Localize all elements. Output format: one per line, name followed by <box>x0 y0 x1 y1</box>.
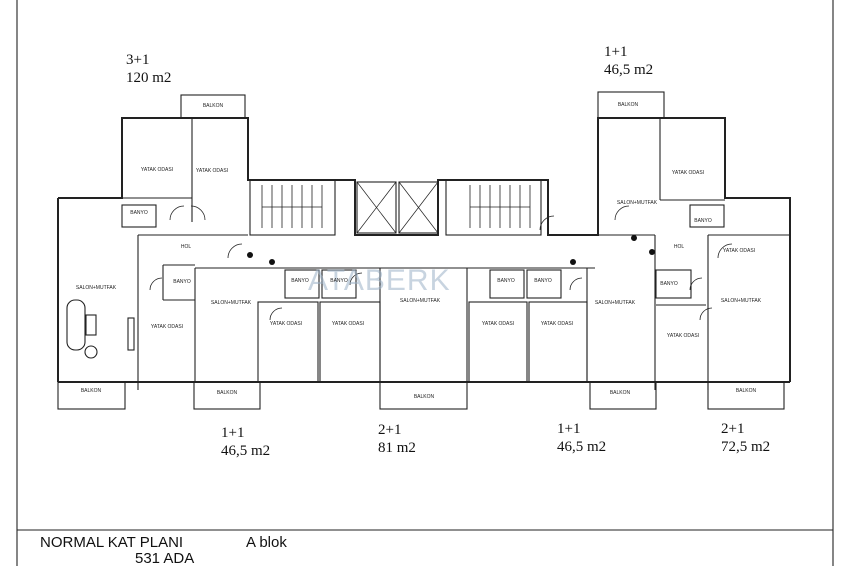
room-label-balcony: BALKON <box>610 390 631 396</box>
unit-type: 1+1 <box>221 425 245 441</box>
room-label-living-kitchen: SALON+MUTFAK <box>595 300 636 306</box>
room-label-bathroom: BANYO <box>173 279 191 285</box>
bedroom-mid-2 <box>319 301 381 383</box>
balcony-bottom-4 <box>589 381 657 410</box>
bedroom-mid-3 <box>468 301 528 383</box>
balcony-bottom-2 <box>193 381 261 410</box>
sofa-symbol <box>66 299 86 351</box>
room-label-bedroom: YATAK ODASI <box>270 321 302 327</box>
room-label-bedroom: YATAK ODASI <box>196 168 228 174</box>
stair-core-left <box>249 179 336 236</box>
room-label-hall: HOL <box>674 244 685 250</box>
room-label-bedroom: YATAK ODASI <box>541 321 573 327</box>
table-symbol <box>85 314 97 336</box>
watermark-text: ATABERK <box>308 264 451 297</box>
wc-mid-4 <box>526 269 562 299</box>
room-label-balcony: BALKON <box>203 103 224 109</box>
unit-label-3plus1: 3+1 120 m2 <box>126 51 171 87</box>
unit-area: 81 m2 <box>378 440 416 456</box>
unit-label-1plus1-top: 1+1 46,5 m2 <box>604 43 653 79</box>
room-label-bedroom: YATAK ODASI <box>332 321 364 327</box>
room-label-balcony: BALKON <box>217 390 238 396</box>
room-label-hall: HOL <box>181 244 192 250</box>
room-label-balcony: BALKON <box>81 388 102 394</box>
unit-label-1plus1-left: 1+1 46,5 m2 <box>221 424 270 460</box>
unit-area: 46,5 m2 <box>221 443 271 459</box>
room-label-bedroom: YATAK ODASI <box>723 248 755 254</box>
building-outline <box>57 117 791 383</box>
wc-right <box>655 269 692 299</box>
room-label-bathroom: BANYO <box>694 218 712 224</box>
unit-label-1plus1-right: 1+1 46,5 m2 <box>557 420 606 456</box>
unit-type: 1+1 <box>604 44 628 60</box>
chair-symbol <box>84 345 98 359</box>
wc-mid-2 <box>321 269 357 299</box>
unit-type: 1+1 <box>557 421 581 437</box>
unit-type: 2+1 <box>378 422 402 438</box>
balcony-bottom-5 <box>707 381 785 410</box>
balcony-top-left <box>180 94 246 119</box>
room-label-bathroom: BANYO <box>330 278 348 284</box>
room-label-bathroom: BANYO <box>534 278 552 284</box>
room-label-bathroom: BANYO <box>660 281 678 287</box>
room-label-living-kitchen: SALON+MUTFAK <box>211 300 252 306</box>
bedroom-mid-4 <box>528 301 588 383</box>
elevator-shaft-2 <box>398 181 439 234</box>
kitchen-counter-symbol <box>127 317 135 351</box>
room-label-balcony: BALKON <box>618 102 639 108</box>
room-label-balcony: BALKON <box>414 394 435 400</box>
room-label-living-kitchen: SALON+MUTFAK <box>721 298 762 304</box>
room-label-bathroom: BANYO <box>130 210 148 216</box>
unit-label-2plus1-mid: 2+1 81 m2 <box>378 421 416 457</box>
balcony-top-right <box>597 91 665 119</box>
room-label-bathroom: BANYO <box>497 278 515 284</box>
unit-area: 72,5 m2 <box>721 439 771 455</box>
room-label-bedroom: YATAK ODASI <box>667 333 699 339</box>
wc-mid-3 <box>489 269 525 299</box>
wc-mid-1 <box>284 269 320 299</box>
room-label-bedroom: YATAK ODASI <box>151 324 183 330</box>
plan-name: NORMAL KAT PLANI <box>40 534 184 551</box>
room-label-living-kitchen: SALON+MUTFAK <box>76 285 117 291</box>
parcel-number: 531 ADA <box>135 550 195 567</box>
wc-upper-left <box>121 204 157 228</box>
stair-core-right <box>445 179 542 236</box>
room-label-bedroom: YATAK ODASI <box>482 321 514 327</box>
unit-label-2plus1-right: 2+1 72,5 m2 <box>721 420 770 456</box>
unit-type: 3+1 <box>126 52 150 68</box>
room-label-bathroom: BANYO <box>291 278 309 284</box>
unit-area: 46,5 m2 <box>557 439 607 455</box>
room-label-balcony: BALKON <box>736 388 757 394</box>
balcony-bottom-3 <box>379 381 468 410</box>
room-label-living-kitchen: SALON+MUTFAK <box>400 298 441 304</box>
room-label-living-kitchen: SALON+MUTFAK <box>617 200 658 206</box>
wc-upper-right <box>689 204 725 228</box>
unit-type: 2+1 <box>721 421 745 437</box>
block-name: A blok <box>246 534 287 551</box>
unit-area: 46,5 m2 <box>604 62 654 78</box>
elevator-shaft-1 <box>356 181 397 234</box>
room-label-bedroom: YATAK ODASI <box>141 167 173 173</box>
room-label-bedroom: YATAK ODASI <box>672 170 704 176</box>
unit-area: 120 m2 <box>126 70 172 86</box>
bedroom-mid-1 <box>257 301 319 383</box>
balcony-bottom-1 <box>57 381 126 410</box>
